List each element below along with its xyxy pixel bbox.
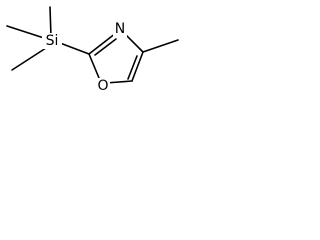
bond-c4-c5-double-inner [127, 55, 138, 80]
molecular-structure: Si N O [6, 6, 179, 94]
bond-c4-c5-double-outer [131, 51, 144, 82]
o-label-background [96, 78, 110, 94]
silicon-atom-label: Si [46, 33, 59, 49]
bond-si-methyl-left [6, 25, 45, 39]
bond-si-methyl-bottom [11, 47, 47, 71]
bond-c4-methyl [142, 39, 179, 53]
bond-c5-o1 [105, 80, 133, 84]
n-label-background [113, 21, 127, 37]
oxygen-atom-label: O [97, 78, 108, 94]
si-label-background [42, 33, 62, 49]
bond-si-methyl-top [49, 6, 52, 38]
bond-n3-c4 [123, 32, 144, 53]
bond-c2-n3-double-inner [94, 38, 117, 56]
nitrogen-atom-label: N [115, 21, 125, 37]
bond-c2-n3-double-outer [88, 32, 117, 55]
bond-o1-c2 [88, 53, 100, 79]
bond-si-ring [59, 42, 90, 55]
